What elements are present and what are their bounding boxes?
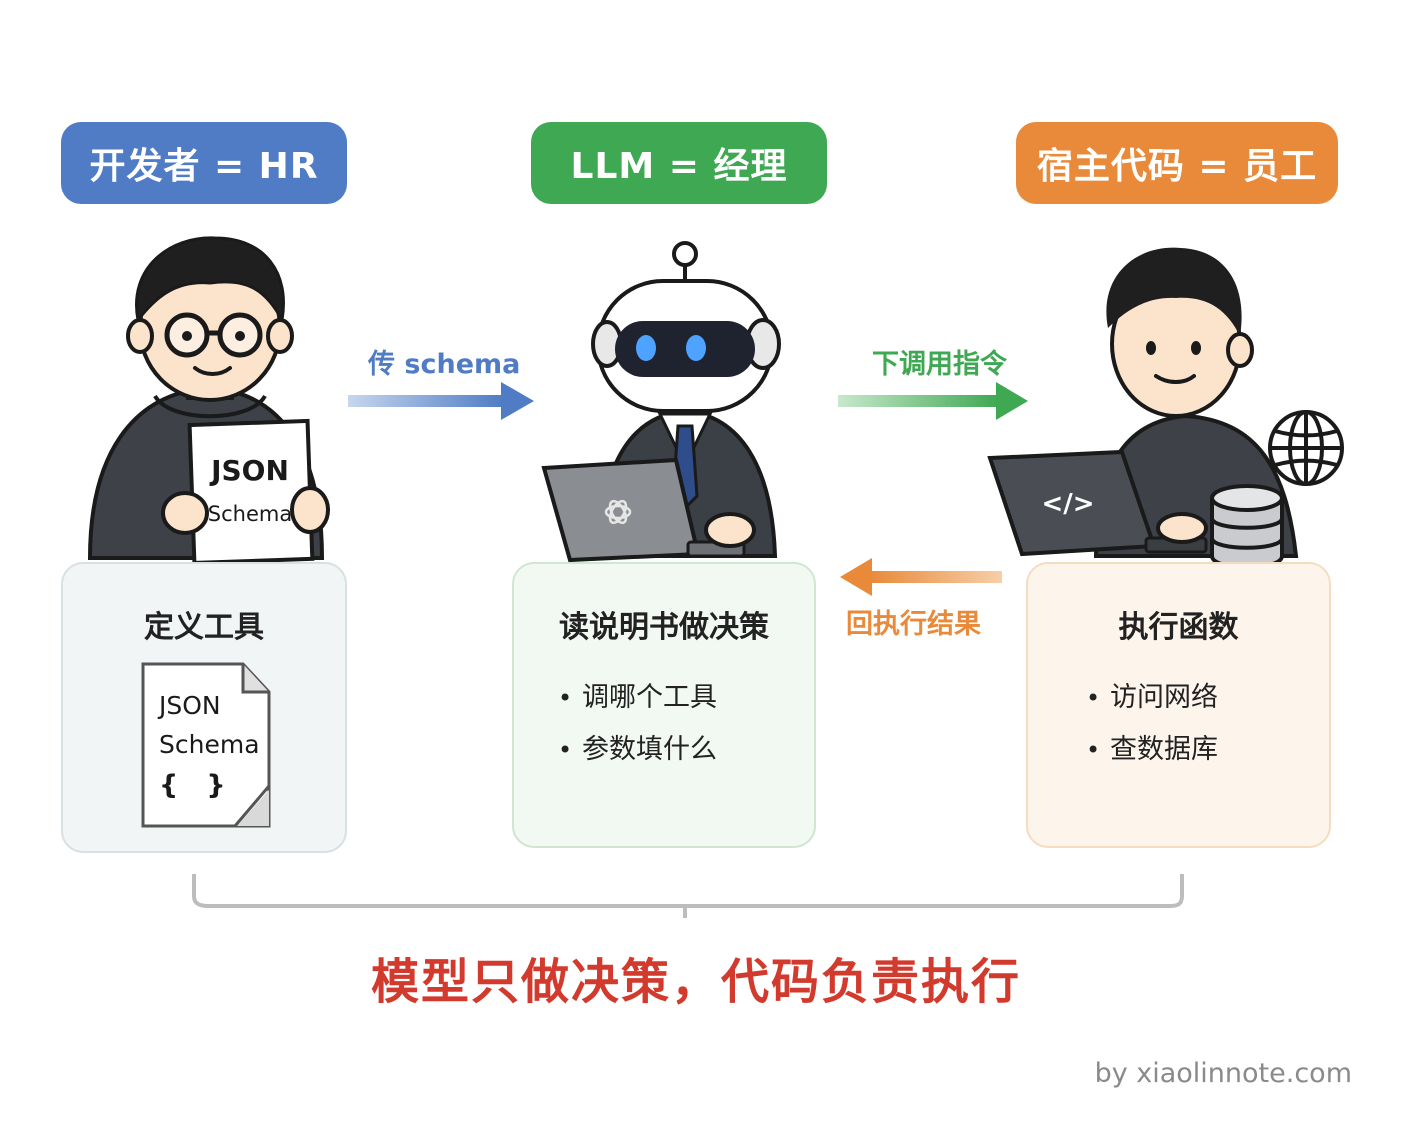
role-developer-pill: 开发者 = HR (61, 122, 347, 204)
arrow-send-call (838, 382, 1028, 420)
credit-text: by xiaolinnote.com (1094, 1058, 1352, 1089)
held-doc-line2: Schema (208, 502, 292, 526)
arrow-return-result-label: 回执行结果 (846, 609, 981, 640)
decide-item-params: 参数填什么 (558, 728, 717, 780)
arrow-pass-schema (348, 382, 534, 420)
json-schema-doc-icon: JSON Schema { } (141, 662, 271, 828)
arrow-send-call-label: 下调用指令 (872, 349, 1007, 380)
database-icon (1210, 484, 1284, 570)
role-llm-pill: LLM = 经理 (531, 122, 827, 204)
role-developer-label: 开发者 = HR (89, 146, 319, 187)
arrow-return-result (840, 558, 1002, 596)
role-llm-label: LLM = 经理 (570, 146, 788, 187)
arrow-pass-schema-label: 传 schema (368, 349, 521, 380)
laptop-icon (541, 457, 701, 563)
held-doc-line1: JSON (209, 454, 289, 487)
panel-define-title: 定义工具 (144, 610, 264, 645)
decide-list: 调哪个工具 参数填什么 (558, 676, 717, 780)
panel-define-tools: 定义工具 JSON Schema { } (61, 562, 347, 853)
summary-text: 模型只做决策，代码负责执行 (370, 954, 1021, 1010)
code-glyph: </> (1041, 489, 1094, 519)
llm-robot-figure (541, 241, 781, 563)
execute-item-network: 访问网络 (1086, 676, 1218, 728)
doc-line-braces: { } (159, 770, 226, 801)
developer-figure: JSON Schema (87, 236, 330, 566)
role-host-label: 宿主代码 = 员工 (1036, 146, 1318, 187)
decide-item-which-tool: 调哪个工具 (558, 676, 717, 728)
panel-execute: 执行函数 访问网络 查数据库 (1026, 562, 1331, 848)
execute-item-database: 查数据库 (1086, 728, 1218, 780)
panel-decide: 读说明书做决策 调哪个工具 参数填什么 (512, 562, 816, 848)
globe-icon (1268, 410, 1344, 486)
execute-list: 访问网络 查数据库 (1086, 676, 1218, 780)
doc-line-schema: Schema (159, 730, 260, 759)
host-employee-figure: </> (987, 247, 1344, 570)
role-host-pill: 宿主代码 = 员工 (1016, 122, 1338, 204)
doc-line-json: JSON (157, 691, 221, 720)
summary-bracket (192, 874, 1184, 918)
panel-decide-title: 读说明书做决策 (559, 610, 769, 645)
openai-logo-icon (604, 499, 632, 525)
panel-execute-title: 执行函数 (1118, 610, 1239, 645)
